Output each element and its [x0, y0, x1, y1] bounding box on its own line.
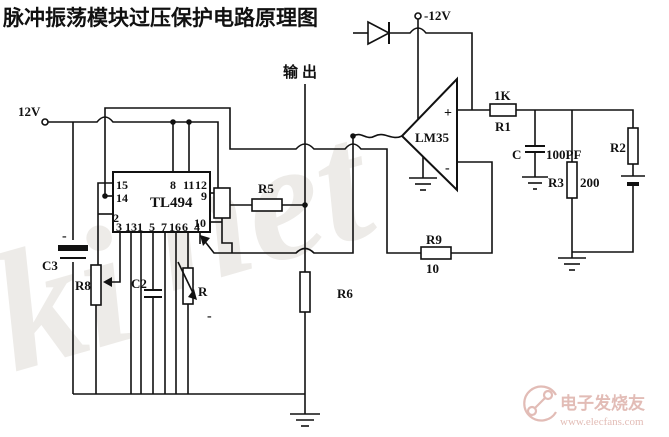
- supply-12v: 12V: [18, 104, 49, 126]
- ic-name: TL494: [150, 195, 193, 211]
- ic-pin-13: 13: [125, 220, 137, 234]
- ic-pin-1: 1: [137, 220, 143, 234]
- supply-neg12v-label: -12V: [424, 8, 451, 23]
- supply-neg12v: -12V: [414, 8, 451, 23]
- capacitor-c3: - C3: [42, 229, 88, 273]
- ic-pin-15: 15: [116, 178, 128, 192]
- ic-pin-16: 16: [169, 220, 181, 234]
- ic-pin-5: 5: [149, 220, 155, 234]
- ic-pin-4: 4: [194, 220, 200, 234]
- supply-12v-label: 12V: [18, 104, 41, 119]
- wiper-arrow-icon: [103, 277, 112, 287]
- ic-tl494: TL494 15 14 2 8 11 12 9 10 3 13 1 5 7 16…: [112, 171, 211, 234]
- c-label: C: [512, 147, 521, 162]
- page-title: 脉冲振荡模块过压保护电路原理图: [2, 6, 318, 30]
- r9-value: 10: [426, 261, 439, 276]
- opamp-name: LM35: [415, 130, 449, 145]
- battery-icon: [621, 175, 645, 186]
- ground-icon: [409, 177, 437, 191]
- capacitor-c: C 100PF: [512, 145, 581, 162]
- rheostat-arrow-icon: [188, 289, 197, 300]
- signal-arrow-icon: [200, 235, 210, 246]
- opamp-minus-input: -: [445, 161, 450, 176]
- opamp-body: [400, 76, 458, 193]
- opamp-plus-input: +: [444, 106, 452, 121]
- ic-pin-7: 7: [161, 220, 167, 234]
- ic-pin-3: 3: [116, 220, 122, 234]
- diode-icon: [367, 20, 391, 46]
- watermark-site: www.elecfans.com: [560, 416, 644, 428]
- resistor-r5: R5: [251, 181, 283, 212]
- ground-icon: [558, 257, 586, 271]
- resistor-r1: 1K R1: [489, 88, 517, 134]
- ic-pin-9: 9: [201, 189, 207, 203]
- ic-body: [112, 171, 211, 233]
- ic-pin-2: 2: [113, 211, 119, 225]
- output-label: 输出: [283, 63, 321, 81]
- r1-value: 1K: [494, 88, 512, 103]
- c3-label: C3: [42, 258, 58, 273]
- ground-icon: [290, 413, 320, 427]
- resistor-r9: R9 10: [420, 232, 452, 276]
- watermark-brand: 电子发烧友: [560, 393, 645, 413]
- polarity-minus: -: [62, 229, 67, 244]
- resistor-r2: R2: [610, 127, 639, 165]
- r3-value: 200: [580, 175, 600, 190]
- potentiometer-r8: R8: [75, 264, 112, 306]
- ground-icon: [522, 176, 548, 190]
- ic-pin-10: 10: [194, 216, 206, 230]
- resistor-r3: R3 200: [548, 161, 600, 199]
- site-watermark: 电子发烧友 www.elecfans.com: [523, 385, 645, 428]
- elecfans-logo-icon: [523, 385, 557, 422]
- r9-label: R9: [426, 232, 442, 247]
- r6-label: R6: [337, 286, 353, 301]
- wires: [47, 19, 634, 414]
- ic-pin-6: 6: [182, 220, 188, 234]
- r1-label: R1: [495, 119, 511, 134]
- terminal-icon: [41, 118, 49, 126]
- r2-label: R2: [610, 140, 626, 155]
- ic-pin-8: 8: [170, 178, 176, 192]
- rheostat-r: R -: [177, 261, 212, 324]
- c-value: 100PF: [546, 147, 581, 162]
- ic-output-block: [213, 187, 231, 219]
- ic-pin-12: 12: [195, 178, 207, 192]
- terminal-icon: [414, 12, 422, 20]
- opamp-lm35: LM35 + -: [400, 76, 458, 193]
- r5-label: R5: [258, 181, 274, 196]
- r3-label: R3: [548, 175, 564, 190]
- polarity-minus: -: [207, 309, 212, 324]
- capacitor-c2: C2: [131, 276, 162, 298]
- ic-pin-11: 11: [183, 178, 194, 192]
- r8-label: R8: [75, 278, 91, 293]
- junction-dots: [102, 119, 356, 208]
- r-adj-label: R: [198, 284, 208, 299]
- ic-pin-14: 14: [116, 191, 128, 205]
- c2-label: C2: [131, 276, 147, 291]
- resistor-r6: R6: [299, 271, 353, 313]
